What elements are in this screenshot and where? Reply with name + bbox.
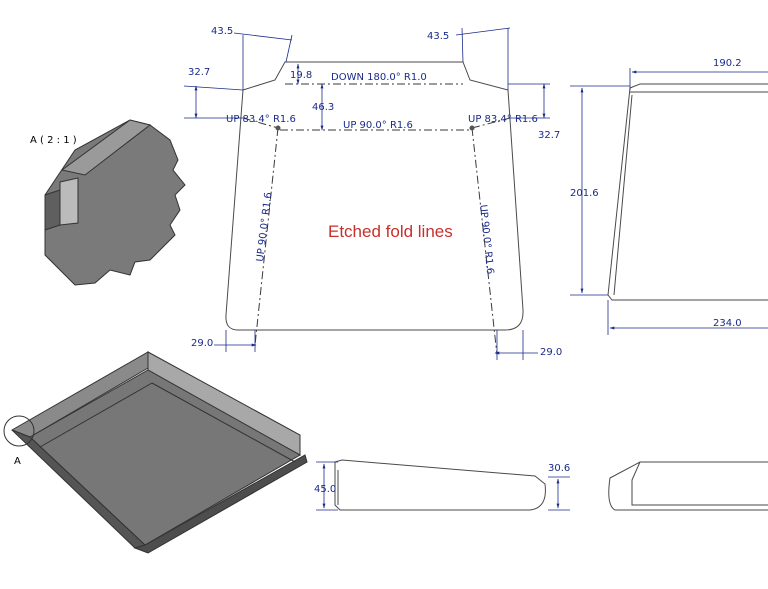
- etched-fold-note: Etched fold lines: [328, 222, 453, 241]
- fold-line-right: [471, 127, 498, 356]
- detail-view-label: A ( 2 : 1 ): [30, 135, 77, 146]
- isometric-tray: A: [3, 351, 308, 554]
- dim-side-bottom: 234.0: [713, 318, 742, 329]
- dim-center-height: 46.3: [312, 102, 334, 113]
- flat-outline: [225, 61, 524, 331]
- ext-line-top-right: [461, 27, 464, 63]
- dim-front-right: 30.6: [548, 463, 570, 474]
- fold-label-top: DOWN 180.0° R1.0: [331, 72, 427, 83]
- ext-line-top-left-b: [285, 34, 293, 63]
- detail-callout-marker: A: [14, 456, 21, 467]
- tray-front-edge: [133, 454, 308, 554]
- partial-profile: [608, 461, 768, 511]
- dim-tab-height: 19.8: [290, 70, 312, 81]
- dim-bottom-right: 29.0: [540, 347, 562, 358]
- detail-tab: [59, 177, 79, 226]
- detail-view-a: A ( 2 : 1 ): [30, 119, 186, 286]
- dim-side-top: 190.2: [713, 58, 742, 69]
- dim-front-left: 45.0: [314, 484, 336, 495]
- dim-bottom-left: 29.0: [191, 338, 213, 349]
- flat-pattern: Etched fold lines DOWN 180.0° R1.0 UP 90…: [183, 26, 562, 360]
- side-view: 190.2 201.6 234.0: [570, 58, 768, 335]
- tray-inner-fold-b: [151, 382, 296, 463]
- fold-line-right-corner: [471, 117, 511, 129]
- front-profile: [334, 459, 546, 511]
- dim-top-left: 43.5: [211, 26, 233, 37]
- dim-line-top-right: [455, 27, 511, 36]
- fold-label-right-corner: UP 83.4° R1.6: [468, 114, 538, 125]
- fold-label-center: UP 90.0° R1.6: [343, 120, 413, 131]
- detail-fold-top: [60, 119, 152, 176]
- detail-callout-circle: [3, 415, 35, 447]
- side-profile: [607, 83, 768, 301]
- fold-line-left: [254, 127, 279, 346]
- tray-inner-fold-a: [39, 382, 153, 448]
- dim-left-flap: 32.7: [188, 67, 210, 78]
- ext-line-left-flap-a: [183, 85, 244, 91]
- fold-point-left: [275, 125, 281, 131]
- partial-view: [608, 461, 768, 511]
- fold-line-left-corner: [242, 117, 279, 129]
- fold-label-left-corner: UP 83.4° R1.6: [226, 114, 296, 125]
- dim-side-height: 201.6: [570, 188, 599, 199]
- fold-label-left-side: UP 90.0° R1.6: [255, 192, 274, 263]
- dim-line-top-left: [233, 32, 293, 41]
- fold-label-right-side: UP 90.0° R1.6: [477, 204, 495, 275]
- front-view: 45.0 30.6: [314, 459, 570, 511]
- dim-top-right: 43.5: [427, 31, 449, 42]
- fold-point-right: [469, 125, 475, 131]
- dim-right-flap: 32.7: [538, 130, 560, 141]
